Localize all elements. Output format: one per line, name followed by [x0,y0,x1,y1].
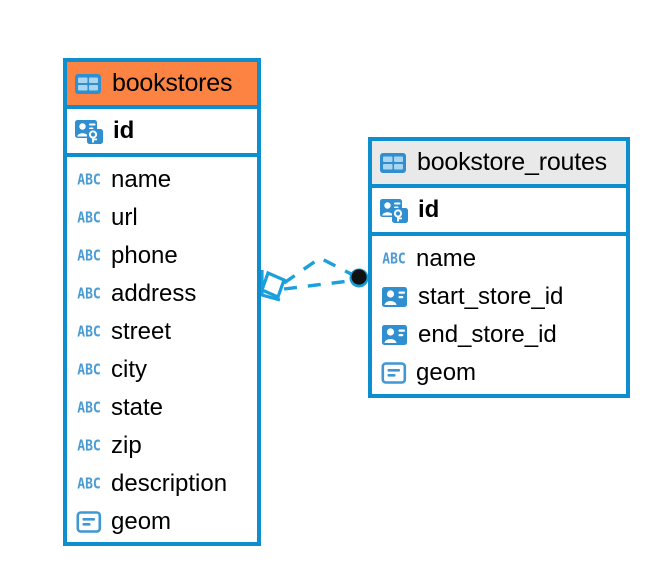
geometry-icon [76,510,102,534]
entity-bookstores[interactable]: bookstores id ABC [63,58,261,546]
field-row-primary-key[interactable]: id [372,188,626,236]
field-label: state [111,394,164,421]
field-label: zip [111,432,142,459]
field-label: geom [111,508,172,535]
relationship-line-upper [283,256,358,285]
field-row-street[interactable]: ABC street [67,313,257,351]
field-label: id [113,117,135,144]
foreign-key-icon [381,285,409,309]
filled-circle-marker [349,268,369,288]
primary-key-icon [74,117,104,145]
entity-title: bookstore_routes [417,148,607,176]
geometry-icon [381,361,407,385]
field-label: street [111,318,172,345]
abc-text-icon: ABC [77,171,101,189]
abc-text-icon: ABC [77,323,101,341]
abc-text-icon: ABC [77,361,101,379]
abc-text-icon: ABC [77,399,101,417]
field-label: name [416,245,477,272]
field-row-state[interactable]: ABC state [67,389,257,427]
field-label: geom [416,359,477,386]
field-row-geom[interactable]: geom [372,354,626,392]
field-label: end_store_id [418,321,557,348]
field-label: name [111,166,172,193]
field-list-bookstores: ABC name ABC url ABC phone ABC address A… [67,157,257,542]
table-icon [74,72,102,96]
abc-text-icon: ABC [77,475,101,493]
crows-foot-diamond-marker [259,270,287,302]
field-row-primary-key[interactable]: id [67,109,257,157]
abc-text-icon: ABC [382,250,406,268]
entity-bookstore-routes[interactable]: bookstore_routes id ABC [368,137,630,398]
field-row-url[interactable]: ABC url [67,199,257,237]
entity-title: bookstores [112,69,233,97]
field-row-end-store-id[interactable]: end_store_id [372,316,626,354]
entity-header-bookstores[interactable]: bookstores [67,62,257,109]
field-row-name[interactable]: ABC name [67,161,257,199]
abc-text-icon: ABC [77,247,101,265]
foreign-key-icon [381,323,409,347]
field-row-city[interactable]: ABC city [67,351,257,389]
relationship-line-lower [283,278,358,291]
field-row-geom[interactable]: geom [67,503,257,541]
field-row-address[interactable]: ABC address [67,275,257,313]
entity-header-bookstore-routes[interactable]: bookstore_routes [372,141,626,188]
field-row-phone[interactable]: ABC phone [67,237,257,275]
field-row-description[interactable]: ABC description [67,465,257,503]
field-row-zip[interactable]: ABC zip [67,427,257,465]
field-label: phone [111,242,178,269]
field-list-bookstore-routes: ABC name start_store_id [372,236,626,394]
field-label: city [111,356,147,383]
field-row-name[interactable]: ABC name [372,240,626,278]
primary-key-icon [379,196,409,224]
abc-text-icon: ABC [77,285,101,303]
table-icon [379,151,407,175]
abc-text-icon: ABC [77,209,101,227]
field-label: start_store_id [418,283,564,310]
field-label: description [111,470,228,497]
abc-text-icon: ABC [77,437,101,455]
field-label: id [418,196,440,223]
field-row-start-store-id[interactable]: start_store_id [372,278,626,316]
field-label: address [111,280,197,307]
field-label: url [111,204,138,231]
